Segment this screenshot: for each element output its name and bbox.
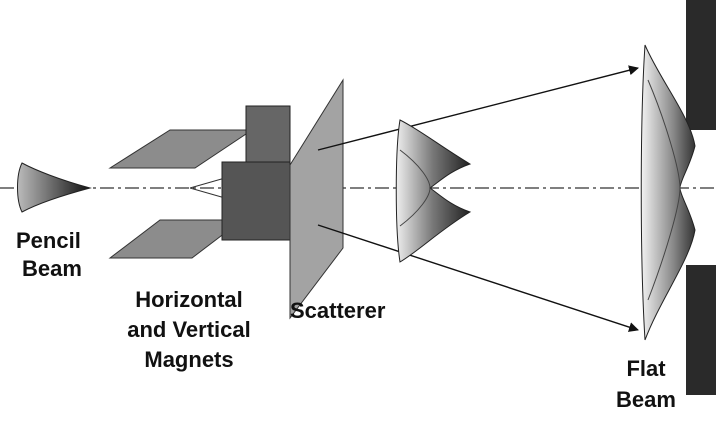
label-scatterer: Scatterer [290,298,386,323]
profile-contours [399,149,431,227]
scatterer-plate [289,78,344,320]
pencil-beam-cone [17,162,92,213]
collimator-lower [686,265,716,395]
label-magnets-2: and Vertical [127,317,251,342]
arrow-upper [317,65,639,151]
block-front [221,161,291,241]
label-magnets-3: Magnets [144,347,233,372]
label-pencil-beam-2: Beam [22,256,82,281]
label-flat-beam-1: Flat [626,356,666,381]
label-magnets-1: Horizontal [135,287,243,312]
collimator-upper [686,0,716,130]
deflection-lines [189,177,226,199]
label-pencil-beam-1: Pencil [16,228,81,253]
label-flat-beam-2: Beam [616,387,676,412]
block-back [245,105,291,167]
flat-beam-profile [640,44,696,341]
arrow-lower [317,224,639,332]
scattered-profile [395,119,472,263]
flat-beam-contours [647,79,681,301]
